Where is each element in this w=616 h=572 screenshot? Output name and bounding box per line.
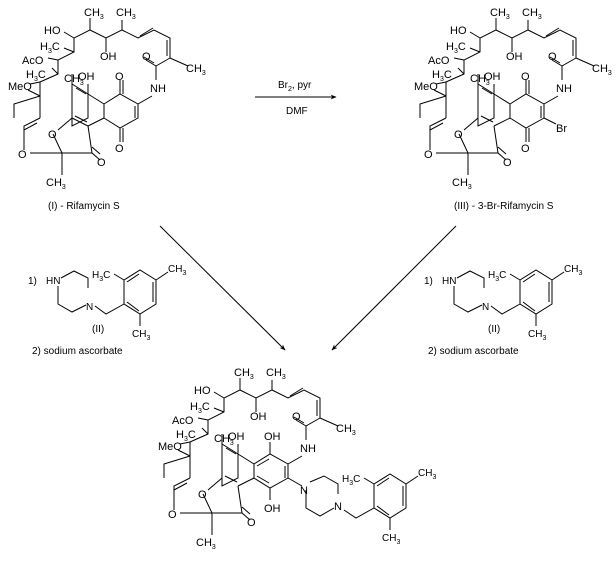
- svg-text:AcO: AcO: [22, 55, 44, 67]
- caption-rifamycin-s: (I) - Rifamycin S: [48, 201, 120, 212]
- compound-3-br-rifamycin-s: MeO AcO HO OH OH O O O NH Br O O O CH3 C…: [414, 7, 612, 212]
- svg-text:CH3: CH3: [522, 7, 542, 21]
- svg-text:HN: HN: [46, 276, 60, 287]
- svg-text:CH3: CH3: [592, 63, 612, 77]
- svg-text:N: N: [300, 485, 308, 497]
- svg-text:O: O: [142, 51, 151, 63]
- arrow-right-to-product: [331, 225, 457, 351]
- svg-text:N: N: [482, 302, 489, 313]
- svg-text:O: O: [198, 489, 207, 501]
- svg-text:O: O: [97, 157, 106, 169]
- svg-text:CH3: CH3: [132, 329, 150, 342]
- svg-text:CH3: CH3: [64, 73, 84, 87]
- caption-3-br-rifamycin-s: (III) - 3-Br-Rifamycin S: [454, 201, 554, 212]
- svg-text:O: O: [115, 143, 124, 155]
- svg-text:O: O: [454, 129, 463, 141]
- svg-text:CH3: CH3: [214, 433, 234, 447]
- svg-text:N: N: [334, 501, 342, 513]
- step2-sodium-ascorbate: 2) sodium ascorbate: [32, 346, 123, 357]
- svg-text:H3C: H3C: [488, 270, 506, 283]
- reagent-ii-left: 1) HN N H3C CH3 CH3 (II) 2) sodium ascor…: [28, 264, 186, 357]
- svg-text:AcO: AcO: [172, 415, 194, 427]
- svg-text:AcO: AcO: [428, 55, 450, 67]
- svg-text:H3C: H3C: [446, 41, 466, 55]
- svg-text:MeO: MeO: [8, 81, 32, 93]
- svg-text:CH3: CH3: [266, 367, 286, 381]
- svg-text:O: O: [521, 71, 530, 83]
- svg-text:H3C: H3C: [190, 401, 210, 415]
- svg-text:CH3: CH3: [418, 468, 436, 481]
- svg-text:O: O: [521, 143, 530, 155]
- reagent-above-arrow: Br2, pyr: [278, 80, 312, 93]
- svg-text:CH3: CH3: [186, 63, 206, 77]
- svg-text:OH: OH: [484, 71, 501, 83]
- svg-text:H3C: H3C: [432, 69, 452, 83]
- svg-text:CH3: CH3: [46, 177, 66, 191]
- svg-text:CH3: CH3: [234, 367, 254, 381]
- compound-rifamycin-s: MeO AcO HO OH OH O O O NH O O O CH3 CH3 …: [8, 7, 206, 212]
- atom-labels-rifamycin-s: MeO AcO HO OH OH O O O NH O O O CH3 CH3 …: [8, 7, 206, 191]
- svg-text:CH3: CH3: [470, 73, 490, 87]
- svg-text:NH: NH: [150, 83, 166, 95]
- svg-text:CH3: CH3: [490, 7, 510, 21]
- svg-text:N: N: [86, 302, 93, 313]
- svg-text:O: O: [292, 411, 301, 423]
- svg-text:HO: HO: [450, 25, 467, 37]
- caption-reagent-ii: (II): [92, 324, 104, 335]
- svg-text:O: O: [247, 517, 256, 529]
- svg-text:OH: OH: [264, 431, 281, 443]
- svg-text:O: O: [115, 71, 124, 83]
- svg-text:O: O: [168, 509, 177, 521]
- svg-text:OH: OH: [506, 51, 523, 63]
- svg-text:NH: NH: [556, 83, 572, 95]
- svg-text:O: O: [548, 51, 557, 63]
- svg-text:2) sodium ascorbate: 2) sodium ascorbate: [428, 346, 519, 357]
- svg-text:O: O: [18, 149, 27, 161]
- svg-text:CH3: CH3: [84, 7, 104, 21]
- svg-text:1): 1): [28, 276, 37, 287]
- svg-text:OH: OH: [100, 51, 117, 63]
- reagent-ii-right: 1) HN N H3C CH3 CH3 (II) 2) sodium ascor…: [424, 264, 582, 357]
- svg-text:OH: OH: [264, 503, 281, 515]
- svg-text:CH3: CH3: [116, 7, 136, 21]
- svg-text:OH: OH: [78, 71, 95, 83]
- atom-labels-product: MeO AcO HO OH OH OH OH O NH N N O O O CH…: [158, 367, 436, 551]
- svg-text:O: O: [503, 157, 512, 169]
- svg-text:OH: OH: [228, 431, 245, 443]
- svg-text:CH3: CH3: [196, 537, 216, 551]
- svg-text:CH3: CH3: [528, 329, 546, 342]
- svg-text:MeO: MeO: [414, 81, 438, 93]
- svg-text:(II): (II): [488, 324, 500, 335]
- bromo-label: Br: [556, 123, 567, 135]
- svg-text:MeO: MeO: [158, 441, 182, 453]
- svg-text:H3C: H3C: [92, 270, 110, 283]
- svg-text:NH: NH: [300, 443, 316, 455]
- svg-text:H3C: H3C: [26, 69, 46, 83]
- atom-labels-3-br-rifamycin-s: MeO AcO HO OH OH O O O NH Br O O O CH3 C…: [414, 7, 612, 191]
- arrow-left-to-product: [159, 225, 286, 351]
- svg-text:O: O: [424, 149, 433, 161]
- solvent-below-arrow: DMF: [286, 106, 308, 117]
- svg-text:HO: HO: [194, 385, 211, 397]
- reaction-arrow-bromination: Br2, pyr DMF: [255, 80, 337, 117]
- svg-text:HN: HN: [442, 276, 456, 287]
- svg-text:H3C: H3C: [40, 41, 60, 55]
- svg-text:OH: OH: [250, 411, 267, 423]
- svg-text:CH3: CH3: [452, 177, 472, 191]
- svg-text:H3C: H3C: [342, 474, 360, 487]
- svg-text:CH3: CH3: [564, 264, 582, 277]
- svg-text:1): 1): [424, 276, 433, 287]
- svg-text:CH3: CH3: [382, 533, 400, 546]
- svg-text:CH3: CH3: [336, 423, 356, 437]
- svg-text:CH3: CH3: [168, 264, 186, 277]
- svg-text:O: O: [48, 129, 57, 141]
- svg-text:HO: HO: [44, 25, 61, 37]
- compound-product: MeO AcO HO OH OH OH OH O NH N N O O O CH…: [158, 367, 436, 551]
- svg-text:H3C: H3C: [176, 429, 196, 443]
